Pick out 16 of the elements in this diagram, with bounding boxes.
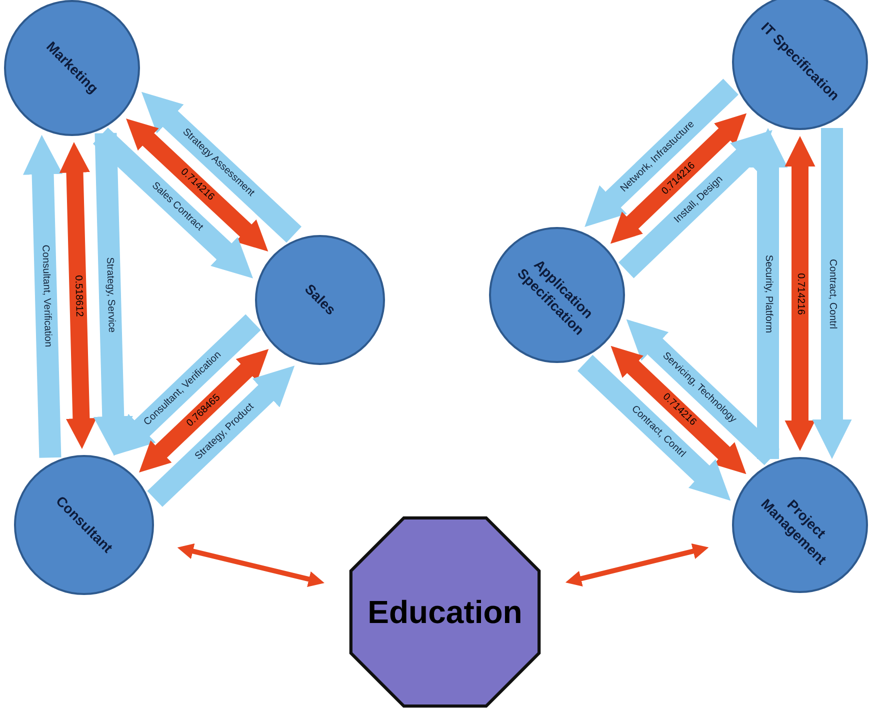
edge-label: Security, Platform	[763, 254, 773, 333]
double-arrow	[564, 543, 710, 586]
double-arrow	[784, 136, 816, 451]
arrow	[93, 132, 133, 456]
edge-label: 0.518612	[72, 274, 84, 316]
arrow	[812, 128, 852, 459]
arrow	[23, 134, 63, 458]
double-arrow	[176, 543, 326, 587]
octagon-node	[347, 514, 543, 710]
edge-label: 0.714216	[795, 272, 805, 314]
node-label: Education	[366, 593, 524, 632]
arrow	[748, 128, 788, 459]
double-arrow	[59, 142, 96, 450]
edge-label: Contract, Contrl	[827, 258, 837, 329]
edge-label: Consultant, Verification	[40, 244, 52, 348]
edge-label: Strategy, Service	[104, 256, 116, 332]
